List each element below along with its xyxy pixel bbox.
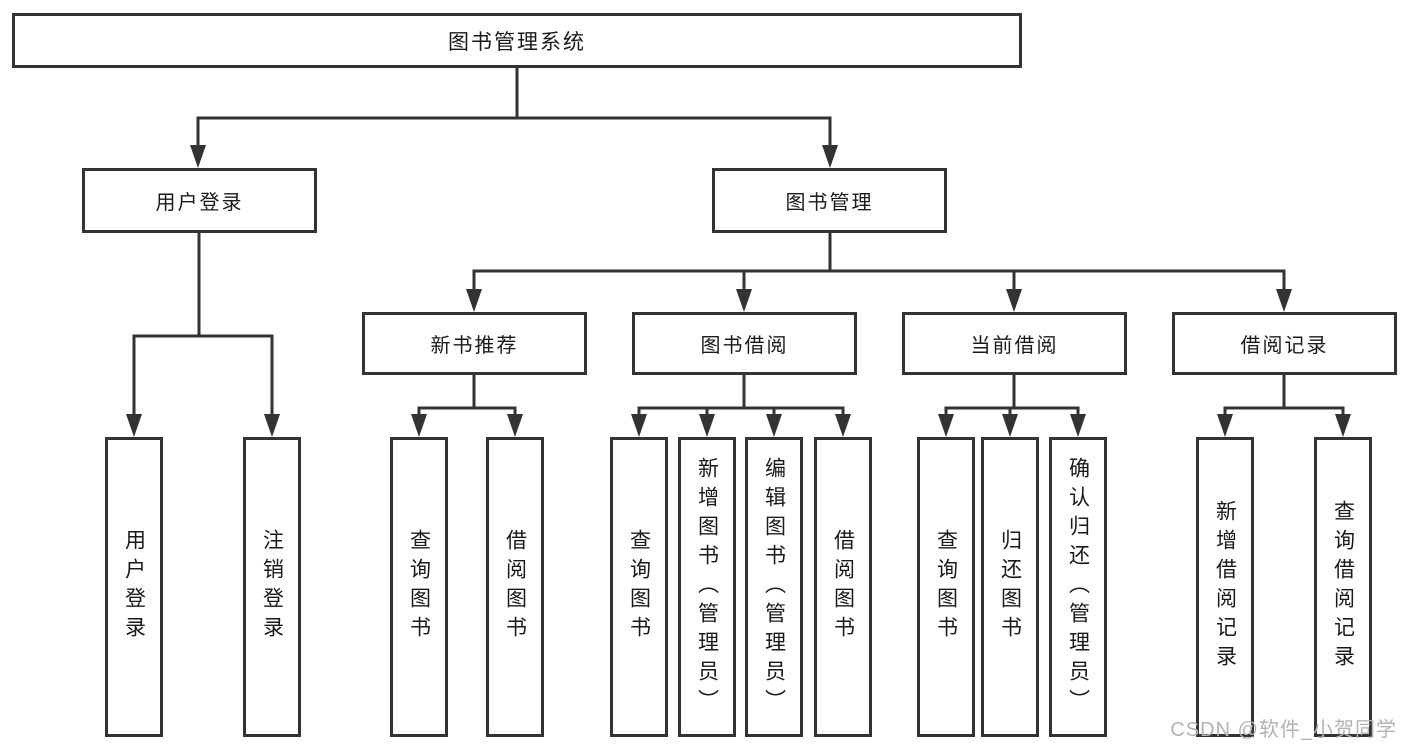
leaf-query-borrow-record: 查询借阅记录 [1314,437,1372,737]
leaf-label: 借阅图书 [831,529,855,645]
node-label: 新书推荐 [430,335,519,357]
leaf-borrow-books-recommend: 借阅图书 [486,437,544,737]
node-current-borrowing: 当前借阅 [902,312,1127,375]
leaf-label: 查询图书 [934,529,958,645]
leaf-label: 查询借阅记录 [1331,500,1355,674]
arrowhead-icons [126,145,1351,437]
leaf-label: 确认归还（管理员） [1066,456,1090,718]
leaf-label: 编辑图书（管理员） [762,456,786,718]
leaf-query-books-recommend: 查询图书 [390,437,448,737]
leaf-add-borrow-record: 新增借阅记录 [1196,437,1254,737]
leaf-logout-login: 注销登录 [243,437,301,737]
node-library-system: 图书管理系统 [12,13,1022,68]
leaf-label: 借阅图书 [503,529,527,645]
leaf-label: 用户登录 [122,529,146,645]
leaf-edit-books-admin: 编辑图书（管理员） [745,437,803,737]
node-book-borrowing: 图书借阅 [632,312,857,375]
leaf-label: 查询图书 [627,529,651,645]
leaf-borrow-books-borrowing: 借阅图书 [814,437,872,737]
leaf-query-books-borrowing: 查询图书 [610,437,668,737]
leaf-label: 查询图书 [407,529,431,645]
leaf-add-books-admin: 新增图书（管理员） [678,437,736,737]
leaf-label: 新增图书（管理员） [695,456,719,718]
leaf-return-books: 归还图书 [981,437,1039,737]
leaf-label: 新增借阅记录 [1213,500,1237,674]
csdn-watermark: CSDN @软件_小贺同学 [1170,719,1397,741]
node-user-login: 用户登录 [82,168,317,233]
leaf-label: 注销登录 [260,529,284,645]
node-label: 图书管理系统 [448,30,586,54]
node-label: 当前借阅 [970,335,1059,357]
leaf-confirm-return-admin: 确认归还（管理员） [1049,437,1107,737]
node-label: 图书借阅 [700,335,789,357]
node-label: 用户登录 [155,192,244,214]
node-book-management: 图书管理 [712,168,947,233]
node-label: 图书管理 [785,192,874,214]
leaf-query-books-current: 查询图书 [917,437,975,737]
node-borrowing-records: 借阅记录 [1172,312,1397,375]
leaf-user-login: 用户登录 [105,437,163,737]
node-new-book-recommendation: 新书推荐 [362,312,587,375]
leaf-label: 归还图书 [998,529,1022,645]
node-label: 借阅记录 [1240,335,1329,357]
